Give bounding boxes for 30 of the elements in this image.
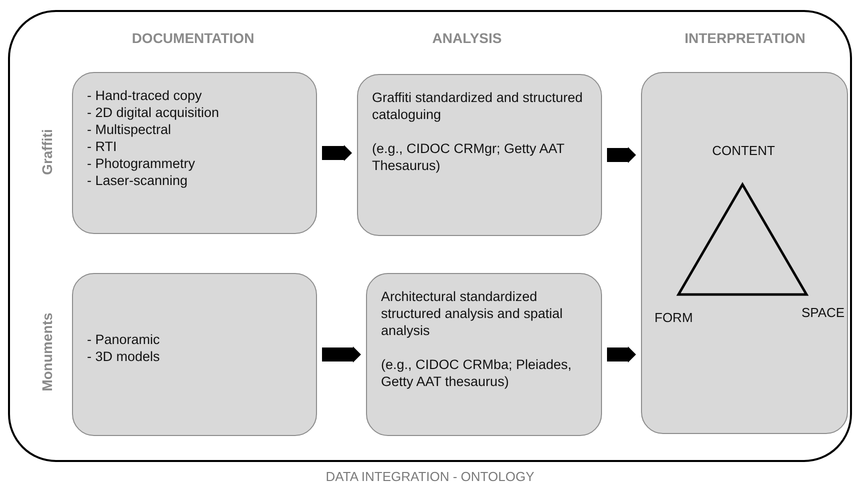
interpretation-box [641, 72, 848, 434]
frame-label: DATA INTEGRATION - ONTOLOGY [326, 469, 534, 484]
column-header: INTERPRETATION [684, 30, 806, 46]
list-item: - Panoramic [87, 330, 160, 348]
list-item: - 2D digital acquisition [87, 104, 220, 121]
process-box [357, 74, 602, 236]
column-header: DOCUMENTATION [132, 30, 254, 46]
row-label: Monuments [39, 312, 55, 392]
description-text: Architectural standardized structured analysis and spatial analysis [381, 288, 564, 339]
method-box [72, 72, 317, 234]
list-item: - RTI [87, 138, 117, 155]
arrow [607, 346, 636, 362]
row-label: Graffiti [39, 129, 55, 175]
list-item: - Photogrammetry [87, 155, 196, 172]
corner-label: SPACE [802, 304, 845, 320]
arrow [322, 145, 352, 161]
list-item: - Laser-scanning [87, 172, 188, 189]
example-note: (e.g., CIDOC CRMba; Pleiades, Getty AAT thesaurus) [381, 356, 573, 390]
column-header: ANALYSIS [432, 30, 502, 46]
description-text: Graffiti standardized and structured cataloguing [372, 89, 584, 123]
list-item: - 3D models [87, 348, 160, 364]
arrow [607, 147, 636, 163]
list-item: - Multispectral [87, 121, 172, 138]
method-box [72, 273, 317, 436]
list-item: - Hand-traced copy [87, 87, 202, 104]
arrow [322, 346, 361, 362]
corner-label: FORM [654, 310, 693, 324]
example-note: (e.g., CIDOC CRMgr; Getty AAT Thesaurus) [372, 140, 566, 174]
process-box [366, 273, 602, 436]
corner-label: CONTENT [712, 142, 775, 158]
